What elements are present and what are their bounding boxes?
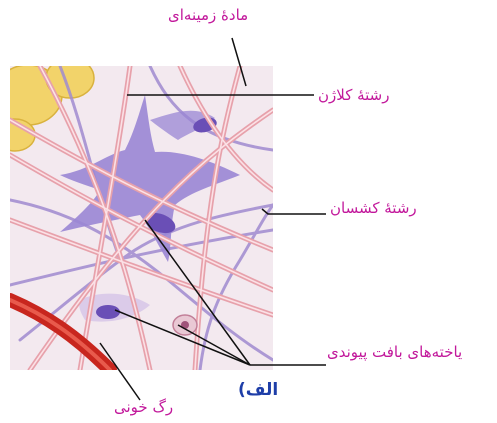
label-elastic-fiber: رشتهٔ کشسان (330, 199, 417, 217)
label-connective-cells: یاخته‌های بافت پیوندی (327, 343, 462, 361)
label-collagen-fiber: رشتهٔ کلاژن (318, 86, 390, 104)
mast-cell (173, 315, 197, 335)
tissue-illustration (0, 58, 273, 370)
part-letter: الف) (238, 381, 278, 399)
label-blood-vessel: رگ خونی (114, 398, 173, 416)
label-ground-substance: مادهٔ زمینه‌ای (168, 6, 248, 24)
